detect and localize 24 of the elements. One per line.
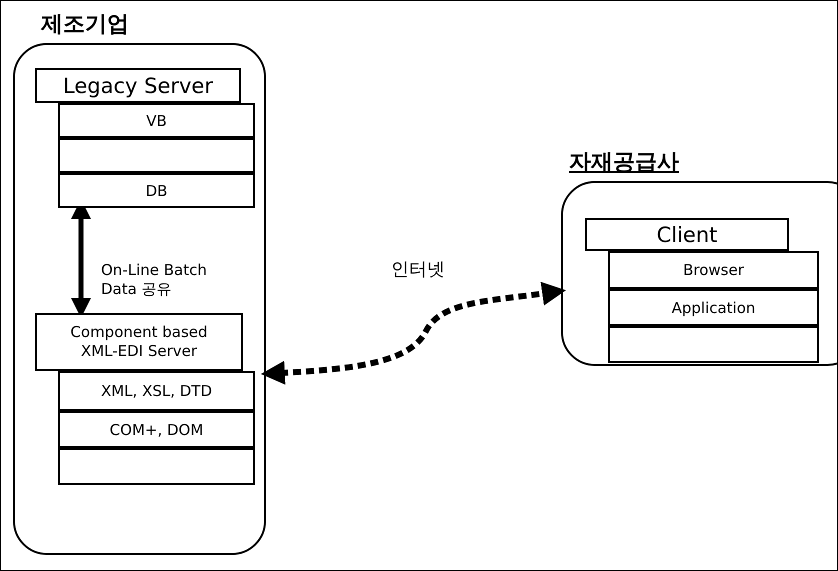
layer-label: Client (656, 222, 718, 246)
layer-label: Application (672, 298, 756, 316)
layer-label: XML, XSL, DTD (100, 382, 212, 400)
layer-box (58, 411, 255, 448)
group-heading: 자재공급사 (569, 149, 679, 177)
layer-box (585, 218, 789, 251)
layer-box (608, 251, 819, 289)
empty-layer-box (58, 138, 255, 173)
layer-box (58, 371, 255, 411)
layer-label: COM+, DOM (110, 420, 204, 438)
layer-box (35, 68, 241, 103)
layer-label: Component based XML-EDI Server (69, 322, 209, 362)
layer-box (608, 289, 819, 326)
layer-label: Browser (683, 261, 744, 279)
empty-layer-box (608, 326, 819, 363)
layer-box (58, 103, 255, 138)
double-arrow (260, 282, 566, 385)
layer-box (58, 173, 255, 208)
layer-label: Legacy Server (63, 74, 213, 98)
layer-label: DB (146, 182, 168, 200)
layer-label: VB (146, 112, 167, 130)
empty-layer-box (58, 448, 255, 485)
layer-box (35, 313, 243, 371)
group-heading: 제조기업 (41, 11, 129, 39)
